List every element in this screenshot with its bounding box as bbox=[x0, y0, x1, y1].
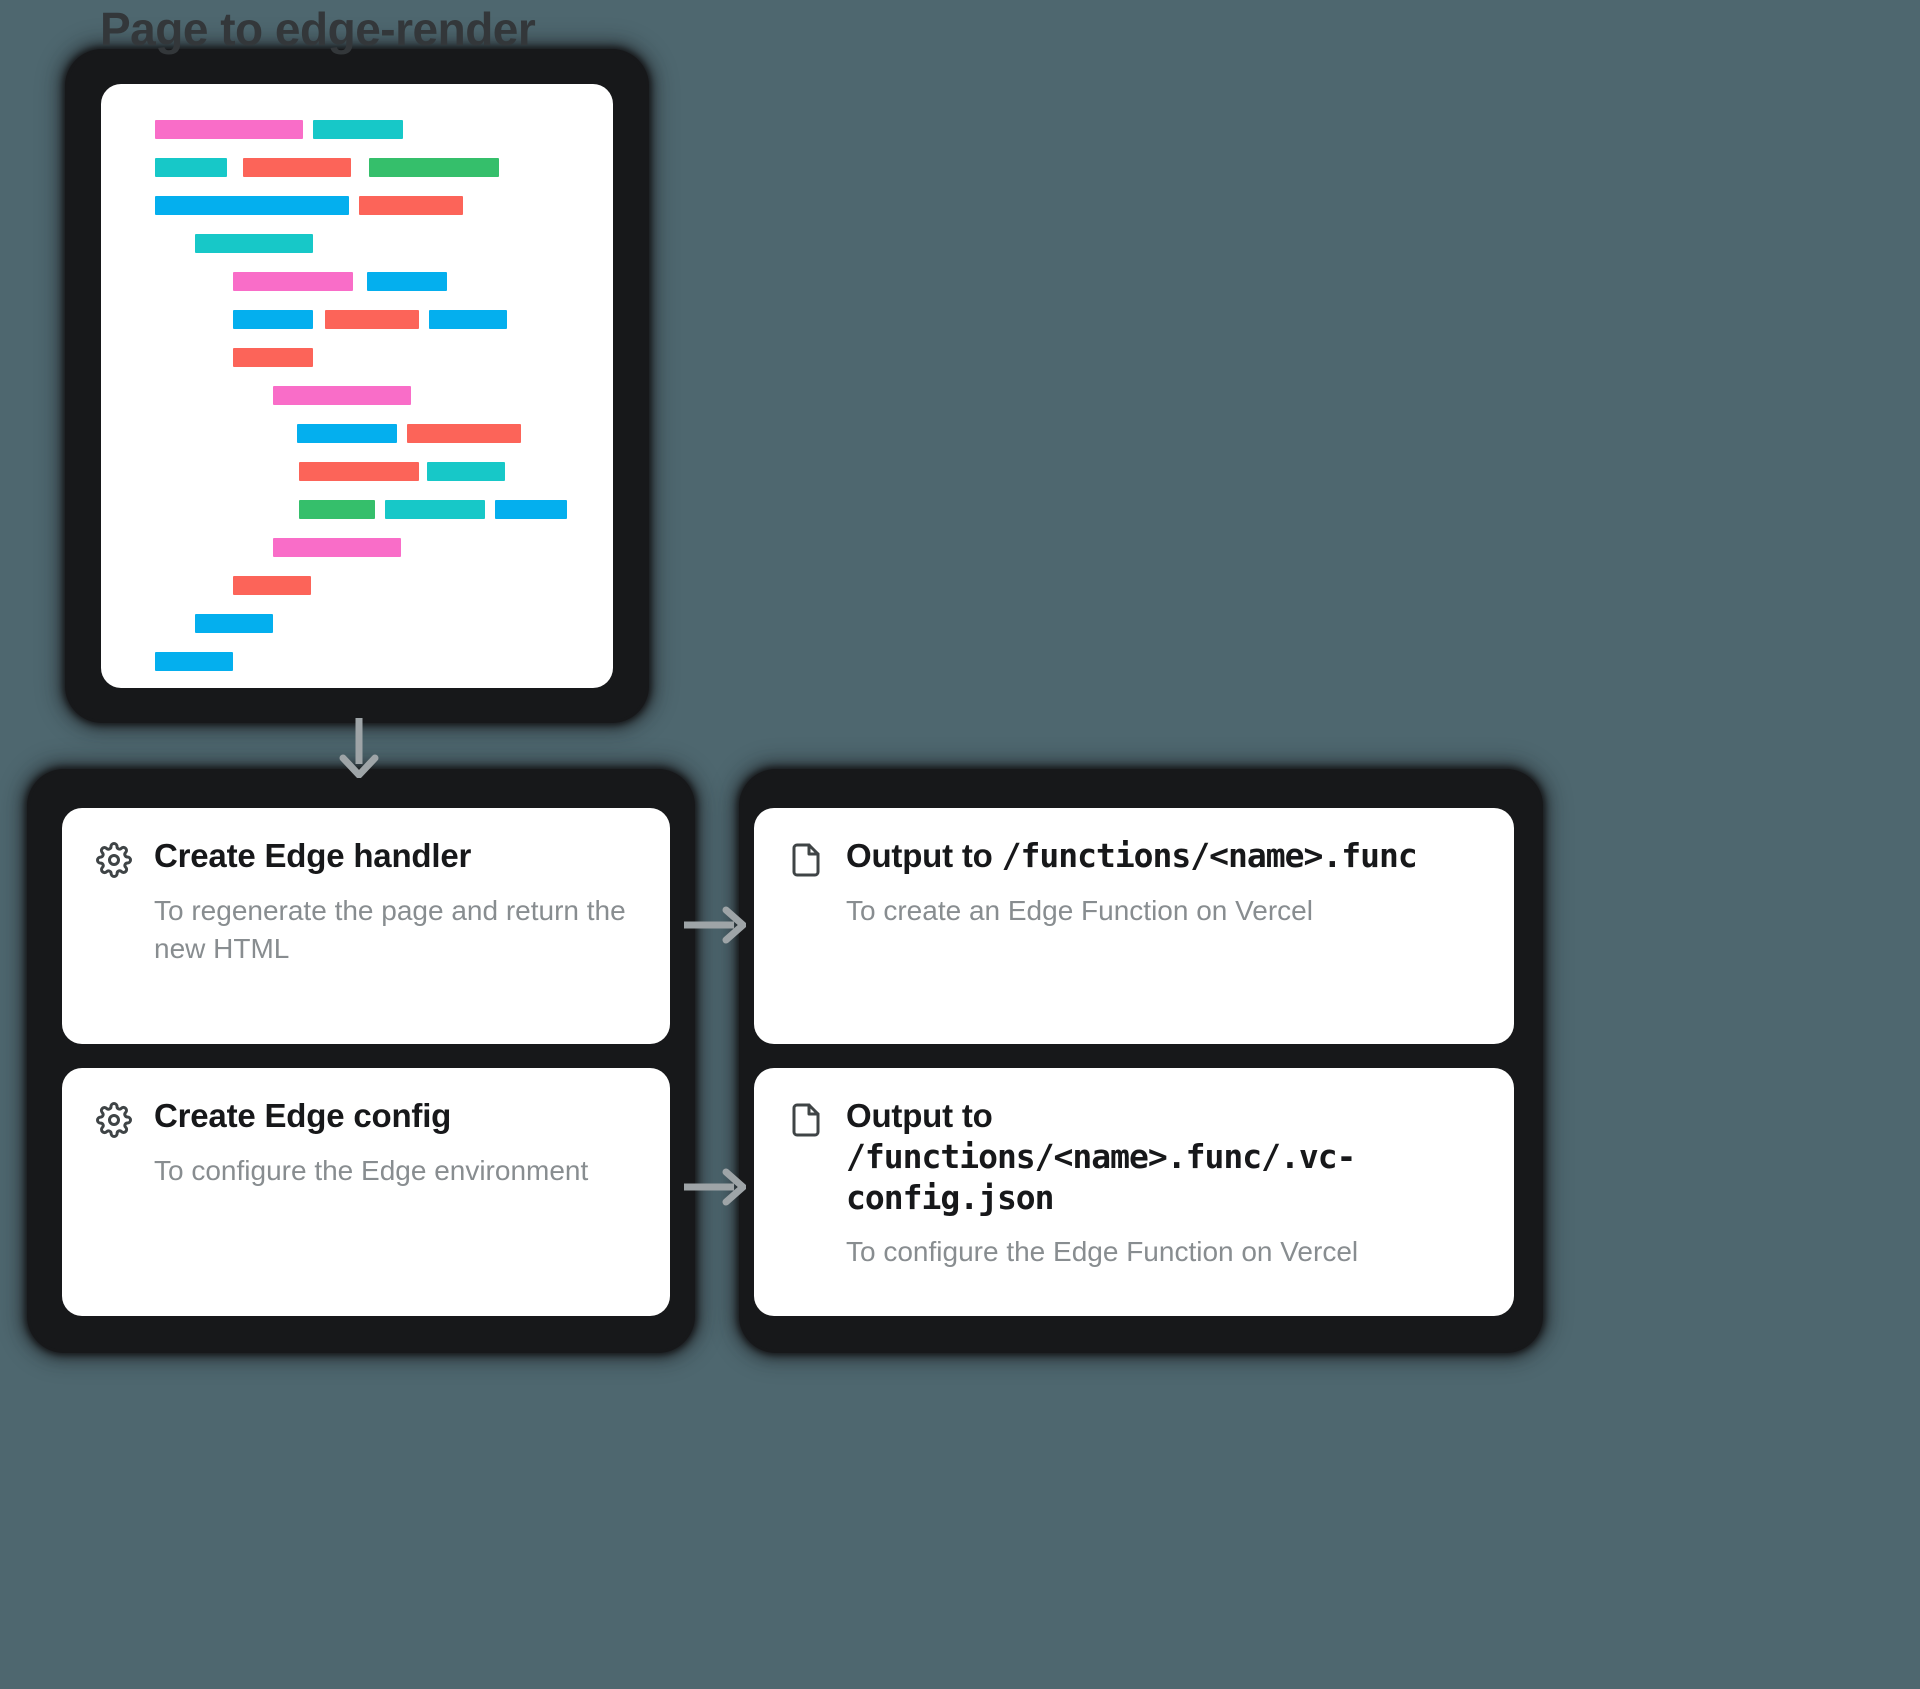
steps-group: Create Edge handler To regenerate the pa… bbox=[30, 772, 692, 1350]
output-card-function-dir[interactable]: Output to /functions/<name>.func To crea… bbox=[754, 808, 1514, 1044]
step-card-create-edge-handler[interactable]: Create Edge handler To regenerate the pa… bbox=[62, 808, 670, 1044]
step-subtitle: To configure the Edge environment bbox=[154, 1155, 589, 1186]
code-token bbox=[299, 462, 419, 481]
outputs-group: Output to /functions/<name>.func To crea… bbox=[742, 772, 1540, 1350]
arrow-down-icon bbox=[339, 718, 379, 778]
step-subtitle: To regenerate the page and return the ne… bbox=[154, 895, 626, 965]
output-subtitle: To create an Edge Function on Vercel bbox=[846, 895, 1313, 926]
code-token bbox=[243, 158, 351, 177]
code-token bbox=[369, 158, 499, 177]
output-title-prefix: Output to bbox=[846, 837, 1002, 874]
code-token bbox=[427, 462, 505, 481]
card-header: Output to /functions/<name>.func bbox=[754, 808, 1514, 878]
code-token bbox=[155, 120, 303, 139]
code-token bbox=[195, 614, 273, 633]
code-token bbox=[233, 576, 311, 595]
card-header: Output to /functions/<name>.func/.vc-con… bbox=[754, 1068, 1514, 1219]
code-token bbox=[297, 424, 397, 443]
page-title: Page to edge-render bbox=[100, 3, 536, 55]
gear-icon bbox=[96, 1102, 132, 1138]
code-token bbox=[385, 500, 485, 519]
code-token bbox=[195, 234, 313, 253]
arrow-right-icon bbox=[684, 1167, 746, 1207]
output-card-vc-config[interactable]: Output to /functions/<name>.func/.vc-con… bbox=[754, 1068, 1514, 1316]
output-title-path: /functions/<name>.func bbox=[1001, 836, 1418, 875]
code-token bbox=[273, 386, 411, 405]
code-token bbox=[299, 500, 375, 519]
step-card-create-edge-config[interactable]: Create Edge config To configure the Edge… bbox=[62, 1068, 670, 1316]
card-header: Create Edge config bbox=[62, 1068, 670, 1138]
output-subtitle: To configure the Edge Function on Vercel bbox=[846, 1235, 1359, 1267]
code-token bbox=[313, 120, 403, 139]
code-block-group bbox=[68, 52, 646, 720]
code-token bbox=[429, 310, 507, 329]
arrow-right-icon bbox=[684, 905, 746, 945]
code-token bbox=[233, 348, 313, 367]
step-title: Create Edge config bbox=[154, 1097, 452, 1134]
output-title-path: /functions/<name>.func/.vc-config.json bbox=[846, 1136, 1356, 1217]
code-token bbox=[273, 538, 401, 557]
code-token bbox=[367, 272, 447, 291]
file-icon bbox=[788, 1102, 824, 1138]
code-token bbox=[155, 196, 349, 215]
gear-icon bbox=[96, 842, 132, 878]
code-token bbox=[233, 272, 353, 291]
code-token bbox=[155, 652, 233, 671]
code-token bbox=[407, 424, 521, 443]
code-token bbox=[325, 310, 419, 329]
card-header: Create Edge handler bbox=[62, 808, 670, 878]
output-title: Output to /functions/<name>.func bbox=[846, 836, 1418, 877]
code-token bbox=[495, 500, 567, 519]
step-title: Create Edge handler bbox=[154, 837, 472, 874]
page-source-code-card bbox=[101, 84, 613, 688]
code-token bbox=[155, 158, 227, 177]
code-token bbox=[233, 310, 313, 329]
output-title: Output to /functions/<name>.func/.vc-con… bbox=[846, 1096, 1480, 1219]
file-icon bbox=[788, 842, 824, 878]
code-token bbox=[359, 196, 463, 215]
output-title-prefix: Output to bbox=[846, 1097, 993, 1134]
